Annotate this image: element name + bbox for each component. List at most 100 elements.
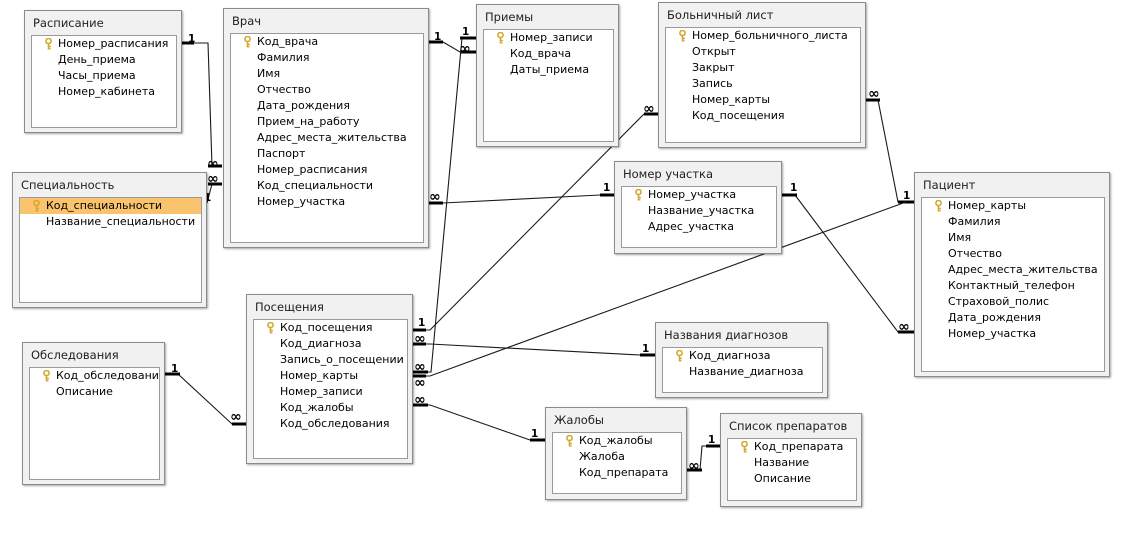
- field-row[interactable]: Паспорт: [257, 147, 306, 160]
- card-one: 1: [903, 190, 911, 202]
- field-row[interactable]: Страховой_полис: [948, 295, 1050, 308]
- field-row[interactable]: Адрес_участка: [648, 220, 735, 233]
- primary-key-field[interactable]: Код_врача: [231, 34, 423, 50]
- card-one: 1: [418, 317, 426, 329]
- field-list: Код_диагноза Название_диагноза: [662, 347, 823, 393]
- field-row[interactable]: Код_жалобы: [280, 401, 354, 414]
- primary-key-field[interactable]: Код_диагноза: [663, 348, 822, 364]
- table-preparaty[interactable]: Список препаратов Код_препарата Название…: [720, 413, 862, 507]
- primary-key-field[interactable]: Код_жалобы: [553, 433, 681, 449]
- field-row[interactable]: Дата_рождения: [948, 311, 1041, 324]
- table-diagnozy[interactable]: Названия диагнозов Код_диагноза Название…: [655, 322, 828, 398]
- field-row[interactable]: Название_специальности: [46, 215, 196, 228]
- field-row[interactable]: Номер_карты: [692, 93, 771, 106]
- field-row[interactable]: Закрыт: [692, 61, 735, 74]
- primary-key-field[interactable]: Номер_карты: [922, 198, 1104, 214]
- key-icon: [243, 35, 252, 48]
- table-title: Номер участка: [623, 167, 714, 181]
- primary-key-field[interactable]: Номер_больничного_листа: [666, 28, 860, 44]
- field-row[interactable]: Номер_расписания: [257, 163, 368, 176]
- link-zhaloby-poseshchenia: [418, 404, 531, 441]
- card-one: 1: [603, 182, 611, 194]
- table-zhaloby[interactable]: Жалобы Код_жалобы Жалоба Код_препарата: [545, 407, 687, 500]
- table-raspisanie[interactable]: Расписание Номер_расписания День_приема …: [24, 10, 182, 133]
- field-row[interactable]: Номер_кабинета: [58, 85, 155, 98]
- field-row[interactable]: Адрес_места_жительства: [257, 131, 407, 144]
- primary-key-field[interactable]: Номер_расписания: [32, 36, 176, 52]
- field-row[interactable]: Код_врача: [510, 47, 572, 60]
- table-vrach[interactable]: Врач Код_врача Фамилия Имя Отчество Дата…: [223, 8, 429, 248]
- field-row[interactable]: Дата_рождения: [257, 99, 350, 112]
- link-uchastok-pacient: [794, 194, 906, 333]
- table-title: Названия диагнозов: [664, 328, 789, 342]
- field-row[interactable]: Номер_карты: [280, 369, 359, 382]
- field-row[interactable]: Даты_приема: [510, 63, 590, 76]
- table-title: Пациент: [923, 178, 976, 192]
- field-row[interactable]: Фамилия: [257, 51, 310, 64]
- card-many: ∞: [230, 409, 242, 425]
- table-poseshchenia[interactable]: Посещения Код_посещения Код_диагноза Зап…: [246, 294, 413, 464]
- link-raspisanie-vrach: [194, 42, 220, 167]
- primary-key-field[interactable]: Номер_участка: [622, 187, 776, 203]
- table-priemy[interactable]: Приемы Номер_записи Код_врача Даты_прием…: [476, 4, 619, 147]
- field-row[interactable]: Контактный_телефон: [948, 279, 1075, 292]
- primary-key-field[interactable]: Код_обследования: [30, 368, 159, 384]
- field-list: Код_посещения Код_диагноза Запись_о_посе…: [253, 319, 408, 459]
- field-row[interactable]: Код_обследования: [280, 417, 390, 430]
- field-row[interactable]: Имя: [948, 231, 972, 244]
- table-bolnichnyi[interactable]: Больничный лист Номер_больничного_листа …: [658, 2, 866, 148]
- primary-key-field[interactable]: Номер_записи: [484, 30, 613, 46]
- table-title: Посещения: [255, 300, 324, 314]
- table-specialnost[interactable]: Специальность Код_специальности Название…: [12, 172, 207, 308]
- field-row[interactable]: Часы_приема: [58, 69, 136, 82]
- field-row[interactable]: Название_диагноза: [689, 365, 804, 378]
- table-pacient[interactable]: Пациент Номер_карты Фамилия Имя Отчество…: [914, 172, 1110, 377]
- key-icon: [678, 29, 687, 42]
- field-row[interactable]: Запись: [692, 77, 733, 90]
- field-list: Номер_записи Код_врача Даты_приема: [483, 29, 614, 142]
- field-row[interactable]: Фамилия: [948, 215, 1001, 228]
- field-row[interactable]: Код_специальности: [257, 179, 374, 192]
- table-title: Расписание: [33, 16, 104, 30]
- table-obsledovania[interactable]: Обследования Код_обследования Описание: [22, 342, 165, 485]
- field-row[interactable]: Открыт: [692, 45, 736, 58]
- table-title: Обследования: [31, 348, 119, 362]
- field-row[interactable]: Номер_участка: [948, 327, 1037, 340]
- field-list: Код_жалобы Жалоба Код_препарата: [552, 432, 682, 494]
- field-row[interactable]: Код_посещения: [692, 109, 785, 122]
- key-icon: [634, 188, 643, 201]
- table-title: Больничный лист: [667, 8, 774, 22]
- key-icon: [32, 199, 41, 212]
- table-title: Жалобы: [554, 413, 604, 427]
- field-row[interactable]: Жалоба: [579, 450, 625, 463]
- key-icon: [740, 440, 749, 453]
- card-one: 1: [434, 31, 442, 43]
- primary-key-field[interactable]: Код_специальности: [20, 198, 201, 214]
- field-row[interactable]: Название: [754, 456, 810, 469]
- primary-key-field[interactable]: Код_препарата: [728, 439, 856, 455]
- table-uchastok[interactable]: Номер участка Номер_участка Название_уча…: [614, 161, 782, 254]
- field-row[interactable]: День_приема: [58, 53, 136, 66]
- field-row[interactable]: Код_препарата: [579, 466, 669, 479]
- field-list: Код_специальности Название_специальности: [19, 197, 202, 303]
- field-row[interactable]: Имя: [257, 67, 281, 80]
- field-row[interactable]: Название_участка: [648, 204, 755, 217]
- field-row[interactable]: Прием_на_работу: [257, 115, 360, 128]
- field-list: Код_врача Фамилия Имя Отчество Дата_рожд…: [230, 33, 424, 243]
- field-row[interactable]: Описание: [754, 472, 811, 485]
- field-row[interactable]: Код_диагноза: [280, 337, 362, 350]
- field-row[interactable]: Номер_участка: [257, 195, 346, 208]
- field-row[interactable]: Отчество: [948, 247, 1003, 260]
- field-row[interactable]: Описание: [56, 385, 113, 398]
- field-row[interactable]: Запись_о_посещении: [280, 353, 404, 366]
- field-row[interactable]: Отчество: [257, 83, 312, 96]
- key-icon: [565, 434, 574, 447]
- card-many: ∞: [207, 171, 219, 187]
- field-row[interactable]: Адрес_места_жительства: [948, 263, 1098, 276]
- card-many: ∞: [414, 331, 426, 347]
- primary-key-field[interactable]: Код_посещения: [254, 320, 407, 336]
- field-row[interactable]: Номер_записи: [280, 385, 363, 398]
- card-many: ∞: [414, 392, 426, 408]
- key-icon: [42, 369, 51, 382]
